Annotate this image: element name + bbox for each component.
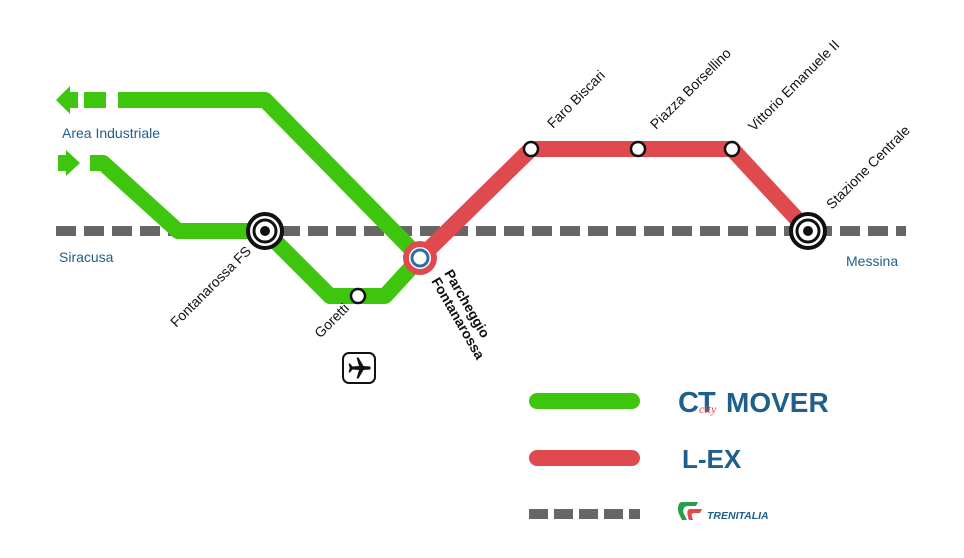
- airplane-icon: [342, 352, 376, 384]
- ctmover-logo-ct: CT: [678, 387, 716, 419]
- station-label-piazza-borsellino: Piazza Borsellino: [647, 45, 734, 132]
- station-label-faro-biscari: Faro Biscari: [544, 67, 608, 131]
- green-line-dash: [84, 92, 106, 108]
- station-label-stazione-centrale: Stazione Centrale: [823, 122, 913, 212]
- destination-area-industriale: Area Industriale: [62, 125, 160, 141]
- trenitalia-logo-icon: [678, 502, 702, 520]
- station-faro-biscari[interactable]: [522, 140, 540, 158]
- ctmover-logo: CT city MOVER: [678, 387, 829, 419]
- station-label-vittorio-emanuele: Vittorio Emanuele II: [745, 37, 843, 135]
- station-goretti[interactable]: [349, 287, 367, 305]
- red-line-lex: [414, 141, 814, 264]
- left-arrow-icon: [56, 86, 70, 114]
- destination-messina: Messina: [846, 253, 898, 269]
- station-label-goretti: Goretti: [311, 300, 352, 341]
- station-parcheggio-fontanarossa[interactable]: [403, 241, 437, 275]
- destination-siracusa: Siracusa: [59, 249, 114, 265]
- legend-trenitalia-label: TRENITALIA: [707, 510, 769, 522]
- legend-lex-label: L-EX: [682, 444, 742, 474]
- station-piazza-borsellino[interactable]: [629, 140, 647, 158]
- green-line-dash: [58, 155, 68, 171]
- green-line-dash: [70, 92, 78, 108]
- station-vittorio-emanuele[interactable]: [723, 140, 741, 158]
- station-fontanarossa-fs[interactable]: [246, 212, 284, 250]
- station-stazione-centrale[interactable]: [789, 212, 827, 250]
- right-arrow-icon: [66, 150, 80, 176]
- station-label-fontanarossa-fs: Fontanarossa FS: [167, 243, 254, 330]
- green-line-upper-branch: [118, 92, 426, 264]
- ctmover-logo-city: city: [699, 402, 717, 416]
- ctmover-logo-mover: MOVER: [726, 387, 829, 418]
